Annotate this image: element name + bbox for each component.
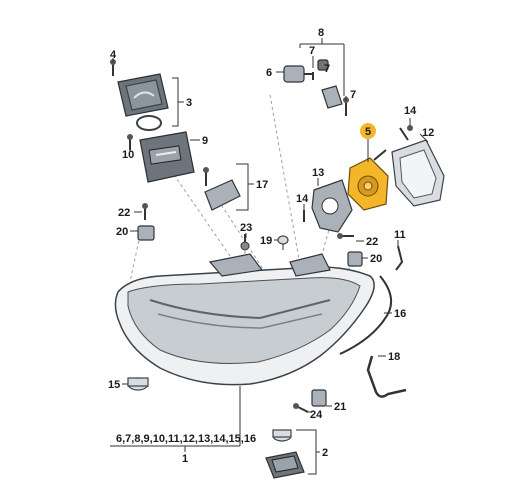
callout-4: 4 [110,49,117,61]
clip-part-20-left [137,225,155,241]
screw-part-10 [127,134,133,150]
screw-part-22-left [142,203,148,220]
callout-5-highlight [360,123,376,139]
callout-18: 18 [388,351,400,363]
callout-24: 24 [310,409,323,421]
hose-part-18 [366,355,407,398]
callout-14-left: 14 [296,193,309,205]
callout-7-top: 7 [309,45,315,57]
hose-part-11 [395,245,404,271]
callout-3: 3 [186,97,192,109]
connector-part-21 [311,389,327,407]
callout-14-right: 14 [404,105,417,117]
callout-17: 17 [256,179,268,191]
callout-19: 19 [260,235,272,247]
igniter-part-2 [265,451,305,479]
cap-part-15 [127,377,149,391]
callout-8: 8 [318,27,324,39]
actuator-part-6 [283,65,312,83]
seal-part-16 [339,275,392,355]
screw-part-24 [293,403,309,413]
callout-lines [110,38,429,475]
callout-9: 9 [202,135,208,147]
callout-23: 23 [240,222,252,234]
callout-13: 13 [312,167,324,179]
callout-1: 1 [182,453,188,465]
screw-part-14-right [399,125,413,141]
callout-1-list: 6,7,8,9,10,11,12,13,14,15,16 [116,433,256,445]
callout-7-right: 7 [350,89,356,101]
callout-20-right: 20 [370,253,382,265]
highlighted-part-5 [347,149,389,211]
callout-7-mid: 7 [324,63,330,75]
callout-20-left: 20 [116,226,128,238]
callout-15: 15 [108,379,120,391]
control-unit-part [117,73,169,131]
cover-part-12 [391,139,445,207]
callout-21: 21 [334,401,346,413]
callout-11: 11 [394,229,406,241]
plug-part-19 [277,235,289,250]
callout-5: 5 [365,126,371,138]
callout-22-right: 22 [366,236,378,248]
callout-16: 16 [394,308,406,320]
screw-part-22-right [337,233,354,239]
ballast-module-part [139,131,195,183]
headlight-housing-part-1 [114,253,375,386]
callout-6: 6 [266,67,272,79]
callout-10: 10 [122,149,134,161]
callout-22-left: 22 [118,207,130,219]
cap-part-7-top [312,59,329,80]
callout-12: 12 [422,127,434,139]
callout-labels: 4 3 10 9 17 22 20 23 19 8 6 7 7 7 5 14 1… [108,27,434,465]
adjuster-part-8 [321,85,343,109]
cap-part-2-top [272,429,292,442]
clip-part-20-right [347,251,363,267]
bracket-part-17 [203,167,241,211]
screw-part-23 [240,234,250,251]
housing-bracket-part-13 [311,179,353,233]
callout-2: 2 [322,447,328,459]
